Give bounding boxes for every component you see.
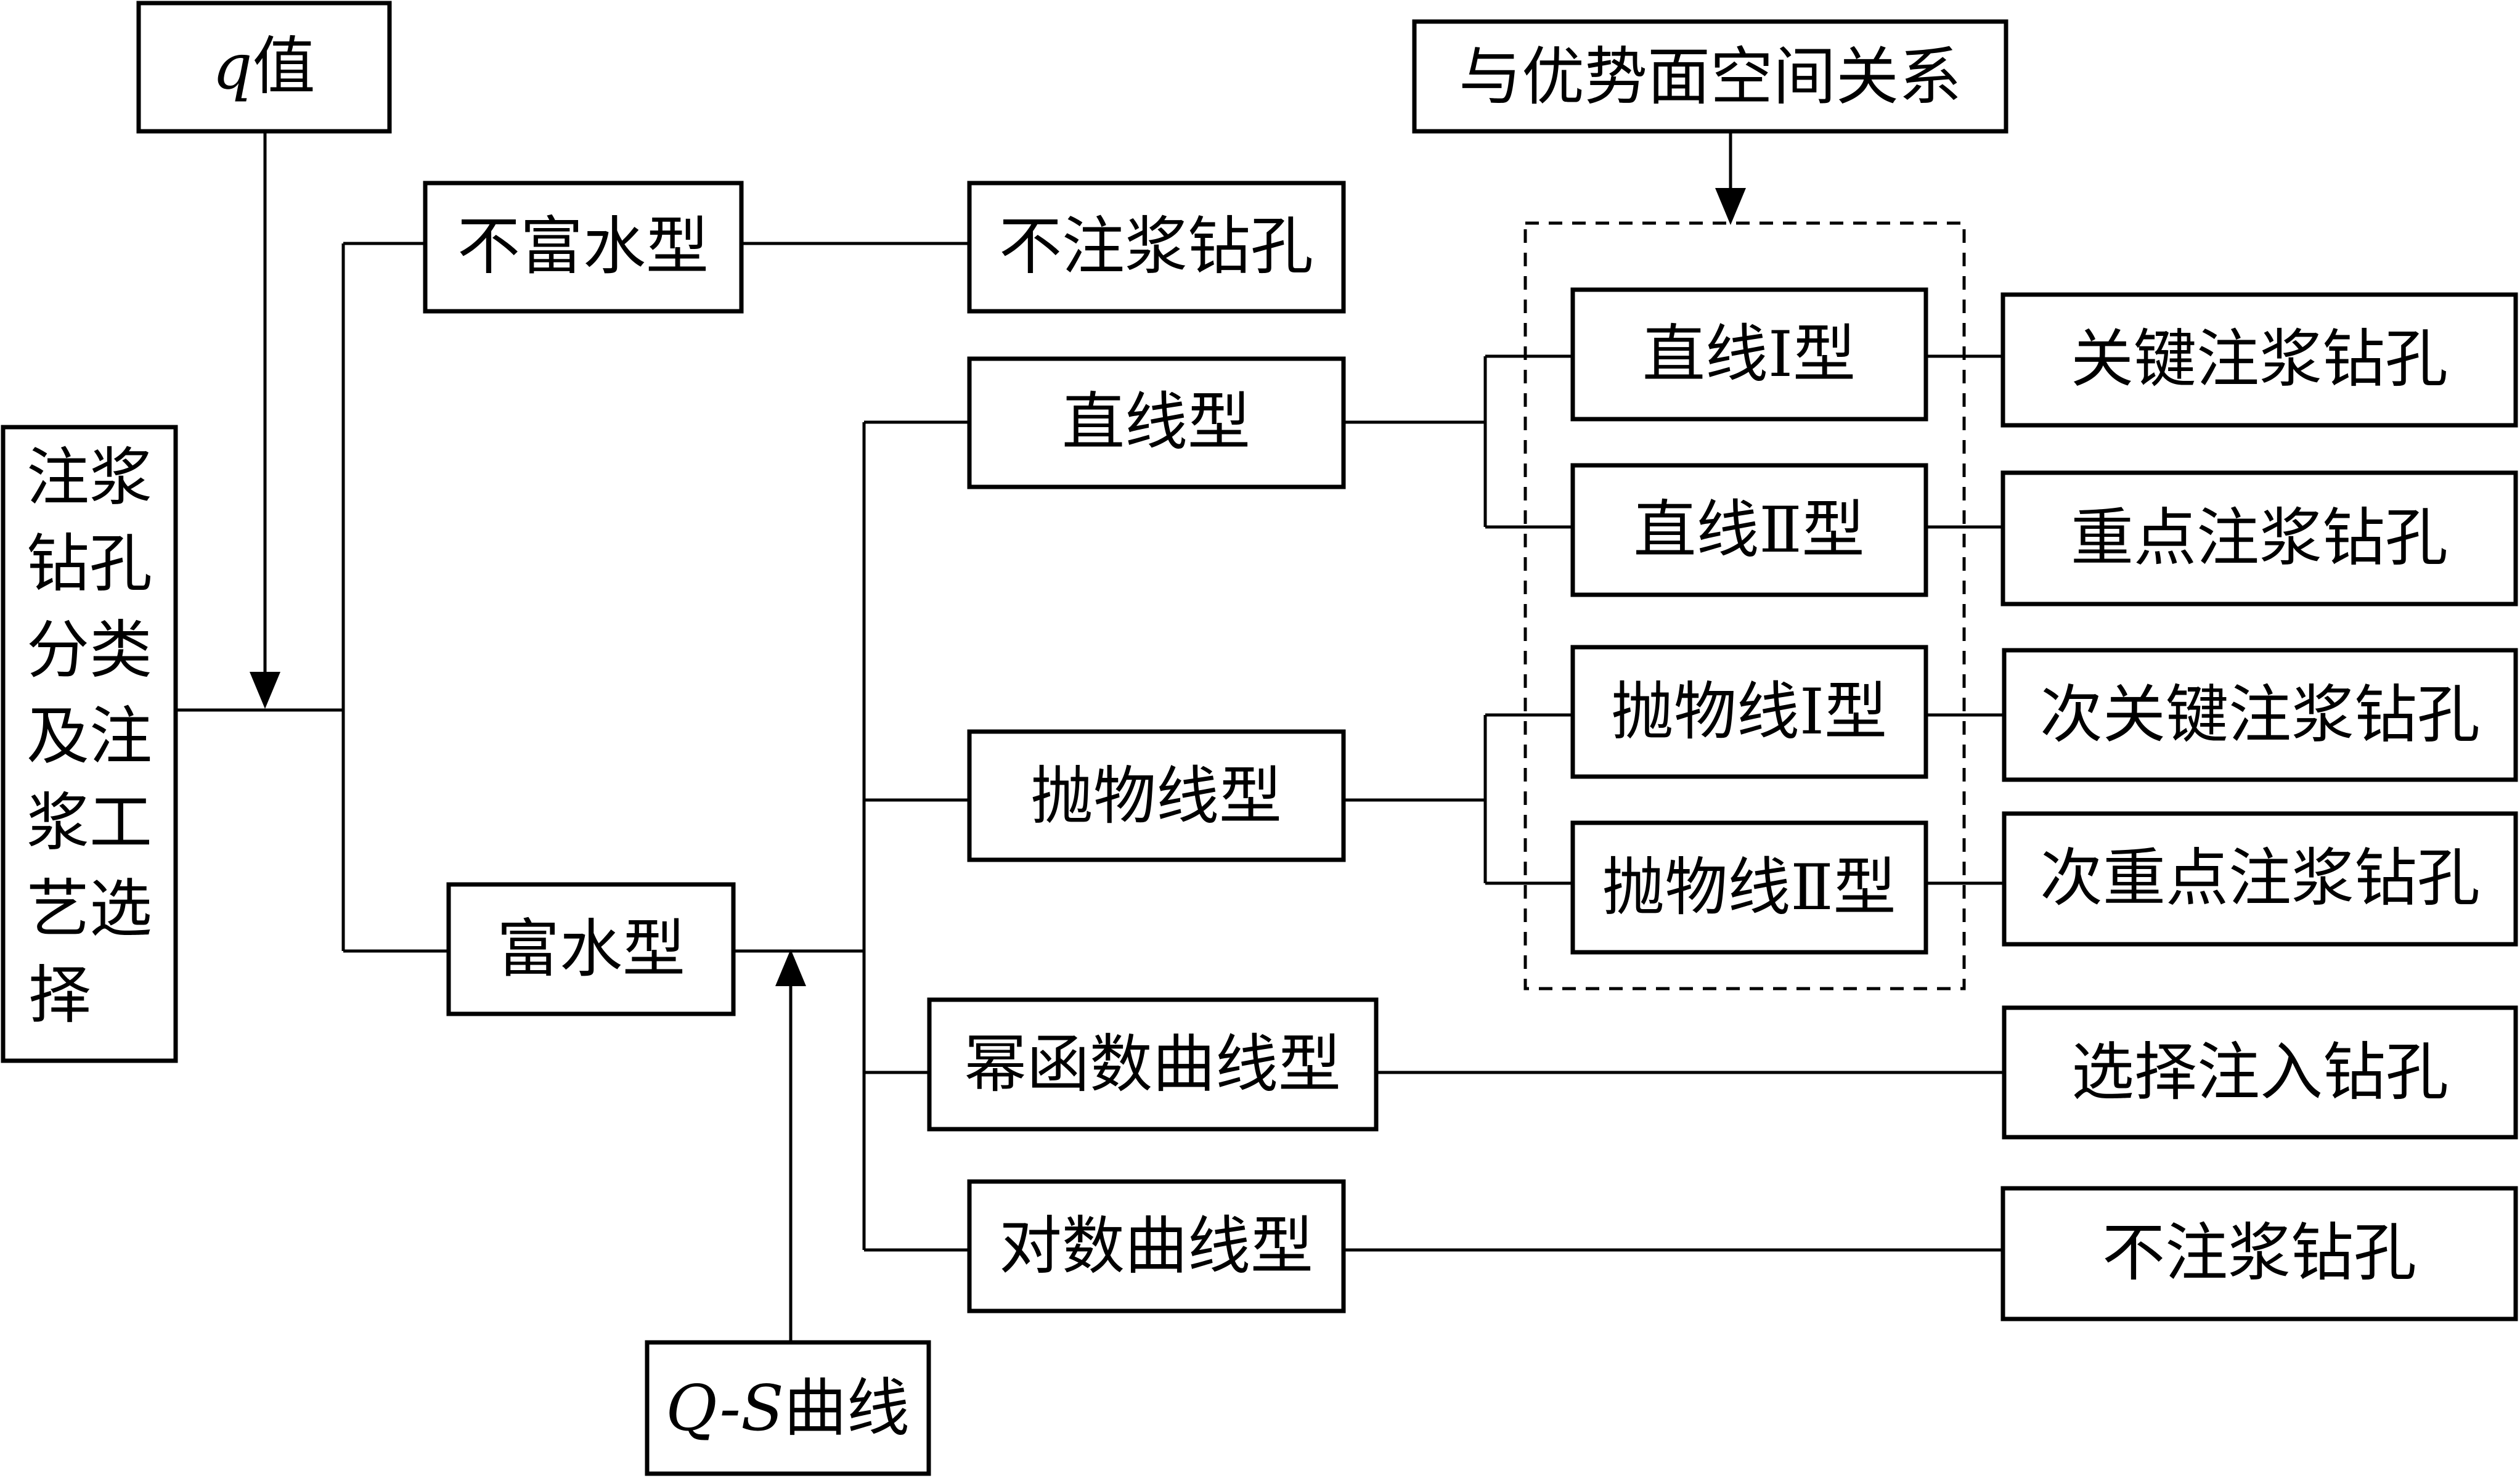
- spatial-relation-arrowhead: [1715, 188, 1746, 225]
- qs-curve-arrowhead: [775, 949, 806, 986]
- selective-grout-node: 选择注入钻孔: [2002, 1005, 2518, 1140]
- power-label: 幂函数曲线型: [964, 1028, 1341, 1101]
- linear-2-node: 直线Ⅱ型: [1570, 463, 1928, 597]
- root-line-7: 择: [28, 959, 91, 1032]
- connectors: [176, 131, 2004, 1342]
- q-value-variable: q: [212, 30, 252, 104]
- key-grout-node: 关键注浆钻孔: [2000, 292, 2518, 428]
- root-line-2: 钻孔: [27, 528, 152, 601]
- important-grout-node: 重点注浆钻孔: [2000, 470, 2518, 606]
- root-line-1: 注浆: [27, 441, 152, 515]
- linear-1-node: 直线Ⅰ型: [1570, 287, 1928, 422]
- subtype-group-frame: [1523, 221, 1966, 990]
- root-line-5: 浆工: [27, 786, 152, 860]
- secondary-key-grout-label: 次关键注浆钻孔: [2040, 679, 2480, 752]
- no-grout-2-node: 不注浆钻孔: [2000, 1186, 2518, 1321]
- not-water-rich-label: 不富水型: [457, 210, 709, 284]
- secondary-key-grout-node: 次关键注浆钻孔: [2002, 648, 2518, 782]
- no-grout-1-node: 不注浆钻孔: [967, 181, 1346, 314]
- svg-text:Q-S曲线: Q-S曲线: [666, 1372, 910, 1445]
- water-rich-label: 富水型: [497, 913, 685, 986]
- no-grout-2-label: 不注浆钻孔: [2102, 1217, 2416, 1290]
- root-line-3: 分类: [27, 614, 152, 687]
- parabolic-label: 抛物线型: [1030, 760, 1282, 833]
- parabolic-2-node: 抛物线Ⅱ型: [1570, 820, 1928, 955]
- q-value-arrowhead: [250, 672, 280, 709]
- svg-text:q值: q值: [212, 30, 315, 104]
- qs-curve-label: 曲线: [784, 1372, 910, 1445]
- qs-curve-variable: Q-S: [666, 1372, 784, 1445]
- linear-2-label: 直线Ⅱ型: [1633, 494, 1864, 567]
- parabolic-1-label: 抛物线Ⅰ型: [1611, 676, 1887, 749]
- secondary-important-grout-node: 次重点注浆钻孔: [2002, 811, 2518, 947]
- selective-grout-label: 选择注入钻孔: [2071, 1036, 2449, 1109]
- important-grout-label: 重点注浆钻孔: [2071, 502, 2448, 575]
- q-value-node: q值: [136, 1, 392, 134]
- linear-1-label: 直线Ⅰ型: [1642, 318, 1856, 391]
- parabolic-2-label: 抛物线Ⅱ型: [1602, 851, 1896, 925]
- spatial-relation-node: 与优势面空间关系: [1412, 19, 2008, 134]
- root-line-4: 及注: [27, 700, 152, 774]
- qs-curve-node: Q-S曲线: [645, 1340, 931, 1476]
- root-node: 注浆 钻孔 分类 及注 浆工 艺选 择: [1, 425, 178, 1063]
- spatial-relation-label: 与优势面空间关系: [1459, 41, 1962, 114]
- parabolic-1-node: 抛物线Ⅰ型: [1570, 645, 1928, 779]
- log-node: 对数曲线型: [967, 1179, 1346, 1313]
- secondary-important-grout-label: 次重点注浆钻孔: [2040, 842, 2480, 915]
- key-grout-label: 关键注浆钻孔: [2071, 323, 2448, 396]
- not-water-rich-node: 不富水型: [423, 181, 744, 314]
- root-line-6: 艺选: [27, 873, 152, 946]
- water-rich-node: 富水型: [446, 882, 736, 1016]
- power-node: 幂函数曲线型: [927, 997, 1379, 1132]
- linear-node: 直线型: [967, 356, 1346, 489]
- log-label: 对数曲线型: [999, 1210, 1313, 1283]
- no-grout-1-label: 不注浆钻孔: [999, 210, 1313, 284]
- linear-label: 直线型: [1062, 386, 1250, 459]
- q-value-label: 值: [253, 30, 316, 104]
- parabolic-node: 抛物线型: [967, 729, 1346, 862]
